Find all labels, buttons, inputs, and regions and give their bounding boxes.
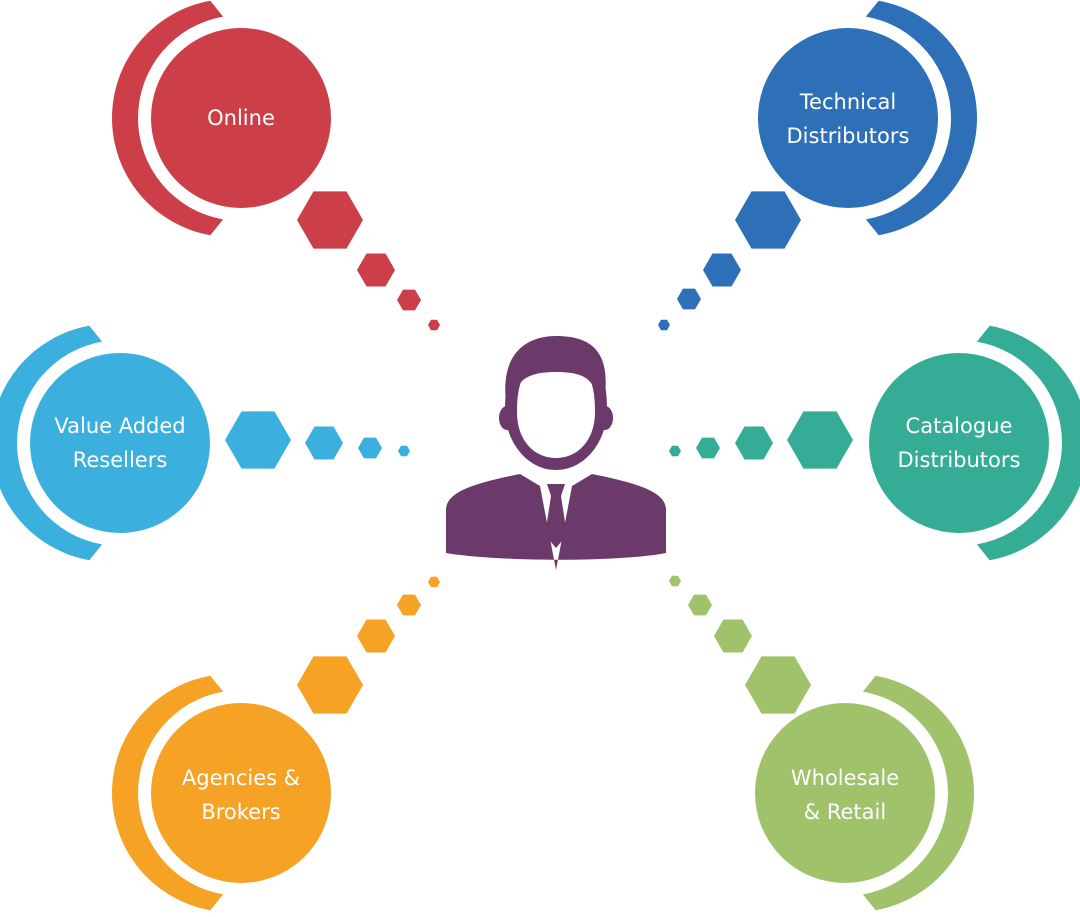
person-ear-right bbox=[597, 406, 613, 430]
wholesale-retail-circle bbox=[749, 697, 941, 889]
online-hexagon-1 bbox=[297, 191, 363, 249]
catalogue-distributors-hexagon-2 bbox=[735, 426, 773, 460]
catalogue-distributors-arc bbox=[976, 325, 1080, 561]
value-added-resellers-hexagon-2 bbox=[305, 426, 343, 460]
catalogue-distributors-hexagon-4 bbox=[669, 445, 681, 457]
node-label-value-added-resellers: Value Added Resellers bbox=[54, 414, 186, 472]
online-hexagon-3 bbox=[397, 289, 421, 311]
person-suit bbox=[446, 474, 666, 570]
node-label-wholesale-retail: Wholesale & Retail bbox=[790, 766, 900, 824]
wholesale-retail-hexagon-3 bbox=[688, 594, 712, 616]
online-arc bbox=[111, 0, 224, 236]
value-added-resellers-arc bbox=[0, 325, 103, 561]
node-label-online: Online bbox=[207, 106, 275, 130]
value-added-resellers-hexagon-3 bbox=[358, 437, 382, 459]
agencies-brokers-hexagon-2 bbox=[357, 619, 395, 653]
value-added-resellers-hexagon-1 bbox=[225, 411, 291, 469]
technical-distributors-hexagon-4 bbox=[658, 319, 670, 331]
value-added-resellers-hexagon-4 bbox=[398, 445, 410, 457]
node-label-catalogue-distributors: Catalogue Distributors bbox=[897, 414, 1021, 472]
wholesale-retail-hexagon-1 bbox=[745, 656, 811, 714]
online-hexagon-2 bbox=[357, 253, 395, 287]
node-label-technical-distributors: Technical Distributors bbox=[786, 90, 910, 148]
wholesale-retail-arc bbox=[862, 675, 975, 911]
wholesale-retail-hexagon-2 bbox=[714, 619, 752, 653]
value-added-resellers-circle bbox=[24, 347, 216, 539]
node-label-agencies-brokers: Agencies & Brokers bbox=[181, 766, 301, 824]
agencies-brokers-hexagon-3 bbox=[397, 594, 421, 616]
catalogue-distributors-hexagon-3 bbox=[696, 437, 720, 459]
businessman-icon bbox=[446, 336, 666, 570]
person-tie bbox=[545, 484, 567, 548]
agencies-brokers-arc bbox=[111, 675, 224, 911]
agencies-brokers-hexagon-4 bbox=[428, 576, 440, 588]
catalogue-distributors-hexagon-1 bbox=[787, 411, 853, 469]
online-hexagon-4 bbox=[428, 319, 440, 331]
technical-distributors-hexagon-1 bbox=[735, 191, 801, 249]
agencies-brokers-hexagon-1 bbox=[297, 656, 363, 714]
technical-distributors-hexagon-3 bbox=[677, 288, 701, 310]
technical-distributors-circle bbox=[752, 22, 944, 214]
wholesale-retail-hexagon-4 bbox=[669, 575, 681, 587]
catalogue-distributors-circle bbox=[863, 347, 1055, 539]
technical-distributors-hexagon-2 bbox=[703, 253, 741, 287]
technical-distributors-arc bbox=[865, 0, 978, 236]
online-circle bbox=[145, 22, 337, 214]
agencies-brokers-circle bbox=[145, 697, 337, 889]
person-ear-left bbox=[499, 406, 515, 430]
